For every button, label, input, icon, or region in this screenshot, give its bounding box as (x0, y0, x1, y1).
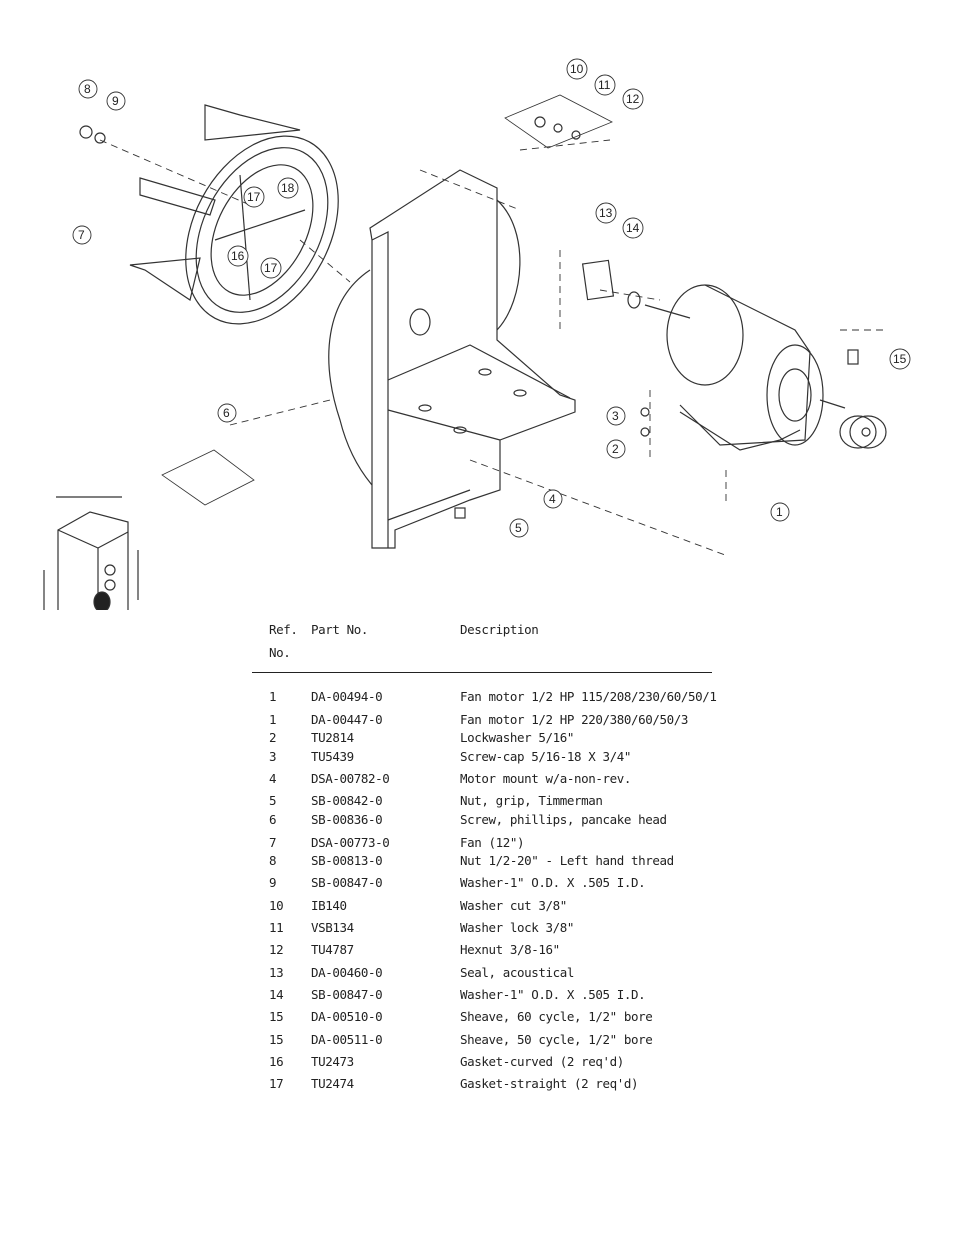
svg-text:11: 11 (598, 78, 611, 92)
callout-12: 12 (622, 88, 644, 110)
header-description: Description (460, 622, 539, 637)
callout-10: 10 (566, 58, 588, 80)
callout-15: 15 (889, 348, 911, 370)
motor-drawing (644, 284, 846, 451)
switch-box-drawing (43, 496, 139, 610)
callout-11: 11 (594, 74, 616, 96)
callout-17a: 17 (243, 186, 265, 208)
svg-text:10: 10 (570, 62, 584, 76)
motor-mount-drawing (328, 169, 576, 549)
svg-text:18: 18 (281, 181, 295, 195)
callout-3: 3 (606, 406, 626, 426)
svg-text:9: 9 (112, 94, 119, 108)
fan-drawing (129, 104, 339, 325)
exploded-parts-diagram: 1 2 3 4 5 6 7 8 9 10 11 12 13 14 15 16 1… (43, 58, 911, 610)
svg-text:16: 16 (231, 249, 245, 263)
callout-18: 18 (277, 177, 299, 199)
header-ref-no: No. (269, 645, 291, 660)
svg-text:6: 6 (223, 406, 230, 420)
header-rule (252, 672, 712, 673)
header-ref: Ref. (269, 622, 298, 637)
svg-text:5: 5 (515, 521, 522, 535)
svg-text:7: 7 (78, 228, 85, 242)
callout-14: 14 (622, 217, 644, 239)
callout-4: 4 (543, 489, 563, 509)
callout-13: 13 (595, 202, 617, 224)
callout-7: 7 (72, 225, 92, 245)
svg-text:15: 15 (893, 352, 907, 366)
svg-text:4: 4 (549, 492, 556, 506)
table-header: Ref. No. Part No. Description (252, 618, 712, 668)
svg-text:12: 12 (626, 92, 640, 106)
callout-17b: 17 (260, 257, 282, 279)
header-part-no: Part No. (311, 622, 369, 637)
sheave-drawing (839, 415, 887, 449)
callout-8: 8 (78, 79, 98, 99)
callout-2: 2 (606, 439, 626, 459)
svg-text:1: 1 (776, 505, 783, 519)
callout-6: 6 (217, 403, 237, 423)
svg-text:8: 8 (84, 82, 91, 96)
svg-text:13: 13 (599, 206, 613, 220)
svg-text:3: 3 (612, 409, 619, 423)
svg-text:17: 17 (264, 261, 278, 275)
svg-text:2: 2 (612, 442, 619, 456)
callout-5: 5 (509, 518, 529, 538)
svg-text:17: 17 (247, 190, 261, 204)
callout-16: 16 (227, 245, 249, 267)
callout-9: 9 (106, 91, 126, 111)
callout-1: 1 (770, 502, 790, 522)
svg-text:14: 14 (626, 221, 640, 235)
